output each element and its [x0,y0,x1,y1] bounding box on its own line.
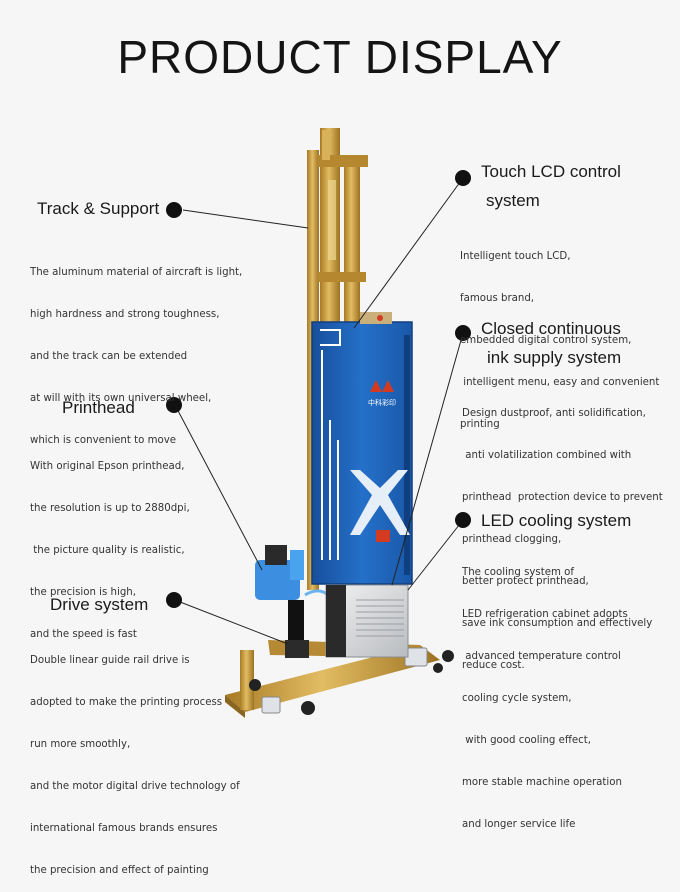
callout-lines [174,177,464,645]
cabinet-logo-text: 中科彩印 [368,398,396,407]
printhead-description: With original Epson printhead, the resol… [30,461,190,640]
printhead-assembly [255,545,309,658]
callout-dot-drive [166,592,182,608]
callout-dot-ink [455,325,471,341]
callout-dot-printhead [166,397,182,413]
ink-supply-heading: Closed continuous [481,319,621,338]
base-frame [225,640,440,718]
touch-lcd-heading-line2: system [486,191,540,210]
ink-supply-heading-line2: ink supply system [487,348,622,367]
printhead-heading: Printhead [62,398,135,417]
wheels [249,650,454,715]
callout-dot-track [166,202,182,218]
track-support-description: The aluminum material of aircraft is lig… [30,267,243,446]
callout-dot-touch [455,170,471,186]
led-cooling-heading: LED cooling system [481,511,632,530]
page-title: PRODUCT DISPLAY [117,31,563,83]
ink-supply-description: Design dustproof, anti solidification, a… [462,408,663,671]
drive-system-description: Double linear guide rail drive is adopte… [30,655,240,876]
touch-lcd-description: Intelligent touch LCD, famous brand, emb… [460,251,660,430]
led-cooling-description: The cooling system of LED refrigeration … [462,567,628,830]
touch-lcd-heading: Touch LCD control [481,162,621,181]
led-cooling-box [325,584,409,658]
wall-printer-illustration: 中科彩印 [225,128,454,718]
track-support-heading: Track & Support [37,199,160,218]
callout-dot-led [455,512,471,528]
drive-system-heading: Drive system [50,595,149,614]
print-cabinet: 中科彩印 [311,321,413,585]
